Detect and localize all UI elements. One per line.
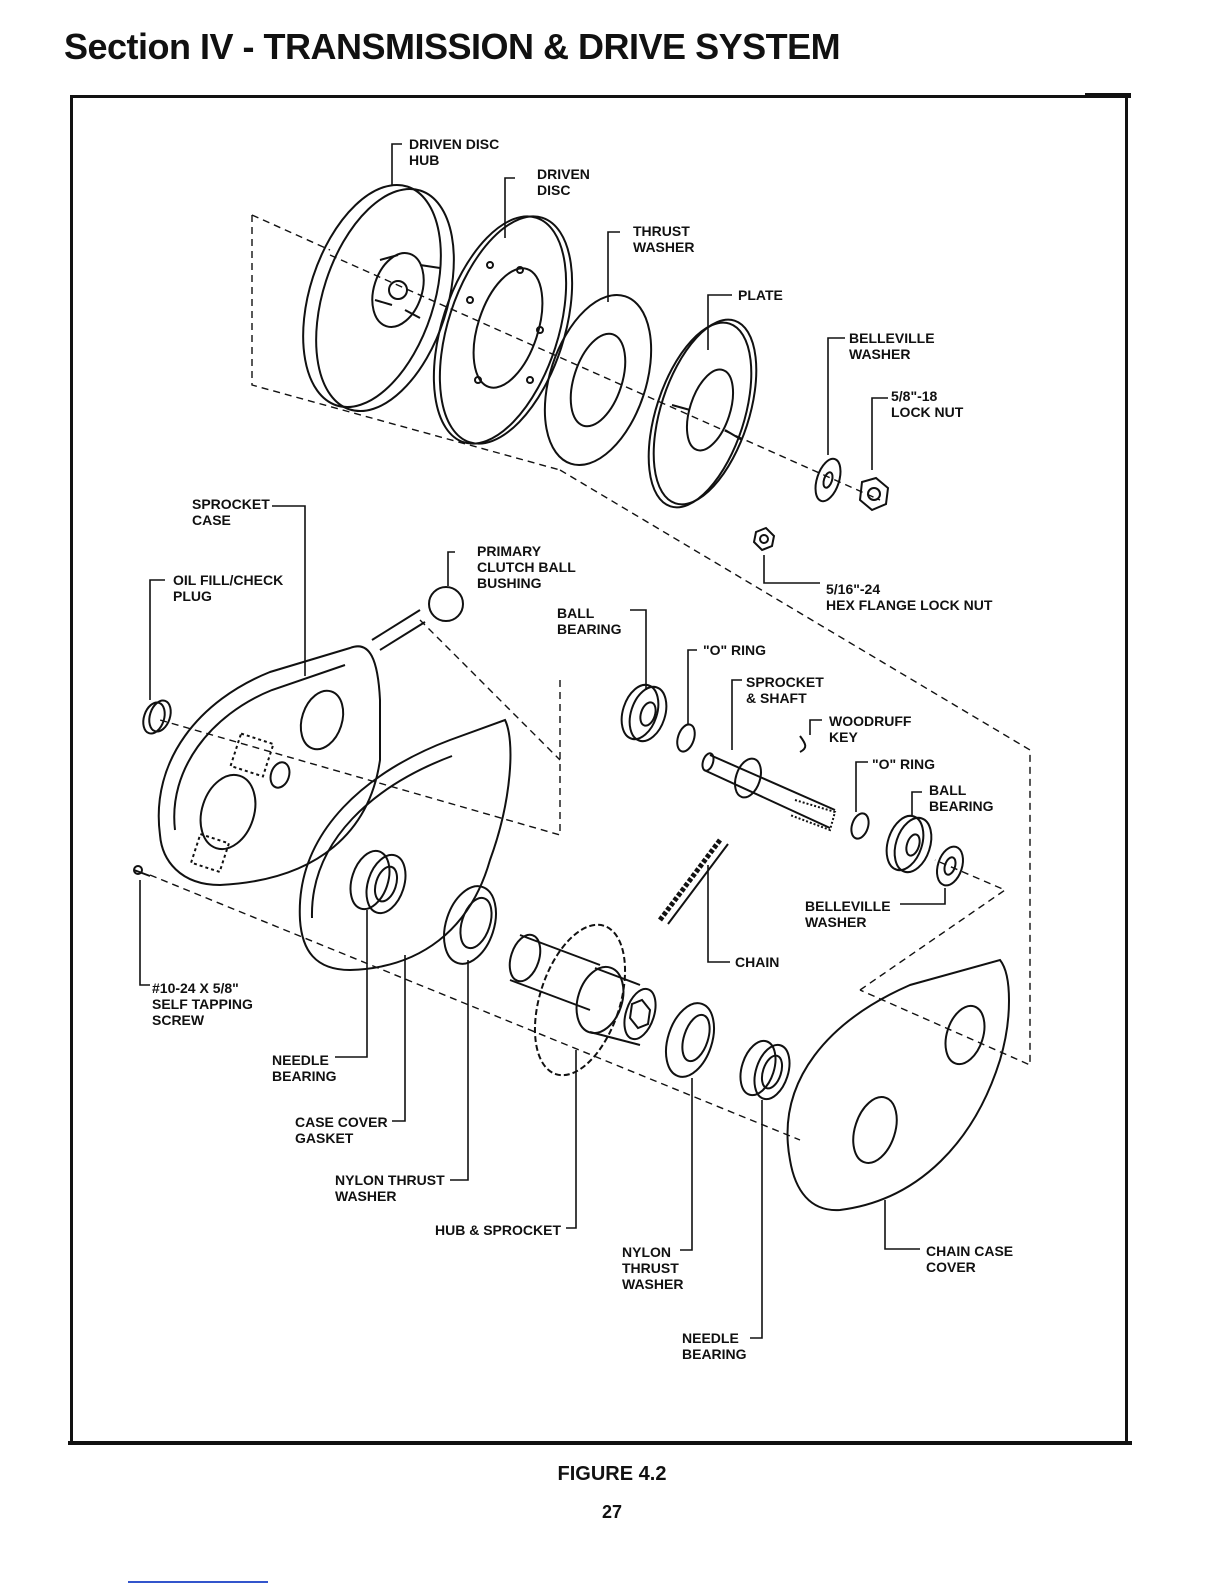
case-cover-gasket xyxy=(298,718,512,972)
label-ball-bearing-right: BALL BEARING xyxy=(929,782,994,814)
label-chain: CHAIN xyxy=(735,954,780,970)
label-nylon-thrust-washer-left: NYLON THRUST WASHER xyxy=(335,1172,445,1204)
hex-flange-lock-nut xyxy=(752,526,776,552)
label-driven-disc: DRIVEN DISC xyxy=(537,166,590,198)
label-hub-sprocket: HUB & SPROCKET xyxy=(435,1222,562,1238)
sprocket-and-shaft xyxy=(701,752,837,832)
belleville-washer-bottom xyxy=(936,845,964,887)
label-sprocket-case: SPROCKET CASE xyxy=(192,496,270,528)
needle-bearing-left xyxy=(349,849,407,915)
label-chain-case-cover: CHAIN CASE COVER xyxy=(926,1243,1014,1275)
driven-disc xyxy=(432,215,574,445)
label-needle-bearing-left: NEEDLE BEARING xyxy=(272,1052,337,1084)
label-ball-bearing-left: BALL BEARING xyxy=(557,605,622,637)
frame-accent-bottom xyxy=(68,1441,1132,1445)
label-nylon-thrust-washer-right: NYLON THRUST WASHER xyxy=(622,1244,684,1292)
label-belleville-washer-top: BELLEVILLE WASHER xyxy=(849,330,935,362)
chain-case-cover xyxy=(786,958,1010,1212)
label-sprocket-shaft: SPROCKET & SHAFT xyxy=(746,674,824,706)
oil-fill-check-plug xyxy=(142,699,172,735)
o-ring-right xyxy=(850,812,870,840)
label-plate: PLATE xyxy=(738,287,783,303)
label-woodruff-key: WOODRUFF KEY xyxy=(829,713,912,745)
label-o-ring-right: "O" RING xyxy=(872,756,936,772)
lock-nut-58 xyxy=(858,476,890,512)
label-case-cover-gasket: CASE COVER GASKET xyxy=(295,1114,388,1146)
nylon-thrust-washer-left xyxy=(443,885,497,965)
page-title: Section IV - TRANSMISSION & DRIVE SYSTEM xyxy=(64,26,841,67)
needle-bearing-right xyxy=(739,1039,791,1101)
woodruff-key xyxy=(799,735,807,753)
label-belleville-washer-bottom: BELLEVILLE WASHER xyxy=(805,898,891,930)
label-thrust-washer: THRUST WASHER xyxy=(633,223,695,255)
label-oil-fill-check-plug: OIL FILL/CHECK PLUG xyxy=(173,572,284,604)
ball-bearing-left xyxy=(620,683,668,743)
o-ring-left xyxy=(676,723,696,753)
hub-and-sprocket xyxy=(508,923,657,1077)
primary-clutch-ball-bushing xyxy=(428,586,464,622)
label-screw: #10-24 X 5/8" SELF TAPPING SCREW xyxy=(152,980,253,1028)
thrust-washer xyxy=(543,294,653,466)
label-o-ring-left: "O" RING xyxy=(703,642,767,658)
label-primary-clutch-ball-bushing: PRIMARY CLUTCH BALL BUSHING xyxy=(477,543,576,591)
self-tapping-screw xyxy=(133,865,151,877)
label-lock-nut-58: 5/8"-18 LOCK NUT xyxy=(891,388,964,420)
driven-disc-hub xyxy=(302,183,455,413)
label-needle-bearing-right: NEEDLE BEARING xyxy=(682,1330,747,1362)
belleville-washer-top xyxy=(814,457,842,503)
page-number: 27 xyxy=(601,1502,623,1522)
label-hex-flange-lock-nut: 5/16"-24 HEX FLANGE LOCK NUT xyxy=(826,581,993,613)
blue-underline-mark xyxy=(128,1581,268,1583)
leader-lines xyxy=(139,143,946,1339)
figure-caption: FIGURE 4.2 xyxy=(557,1463,667,1485)
sprocket-case xyxy=(157,609,426,887)
nylon-thrust-washer-right xyxy=(665,1002,715,1078)
label-driven-disc-hub: DRIVEN DISC HUB xyxy=(409,136,500,168)
ball-bearing-right xyxy=(885,814,933,874)
plate xyxy=(647,318,758,509)
chain xyxy=(658,838,729,925)
